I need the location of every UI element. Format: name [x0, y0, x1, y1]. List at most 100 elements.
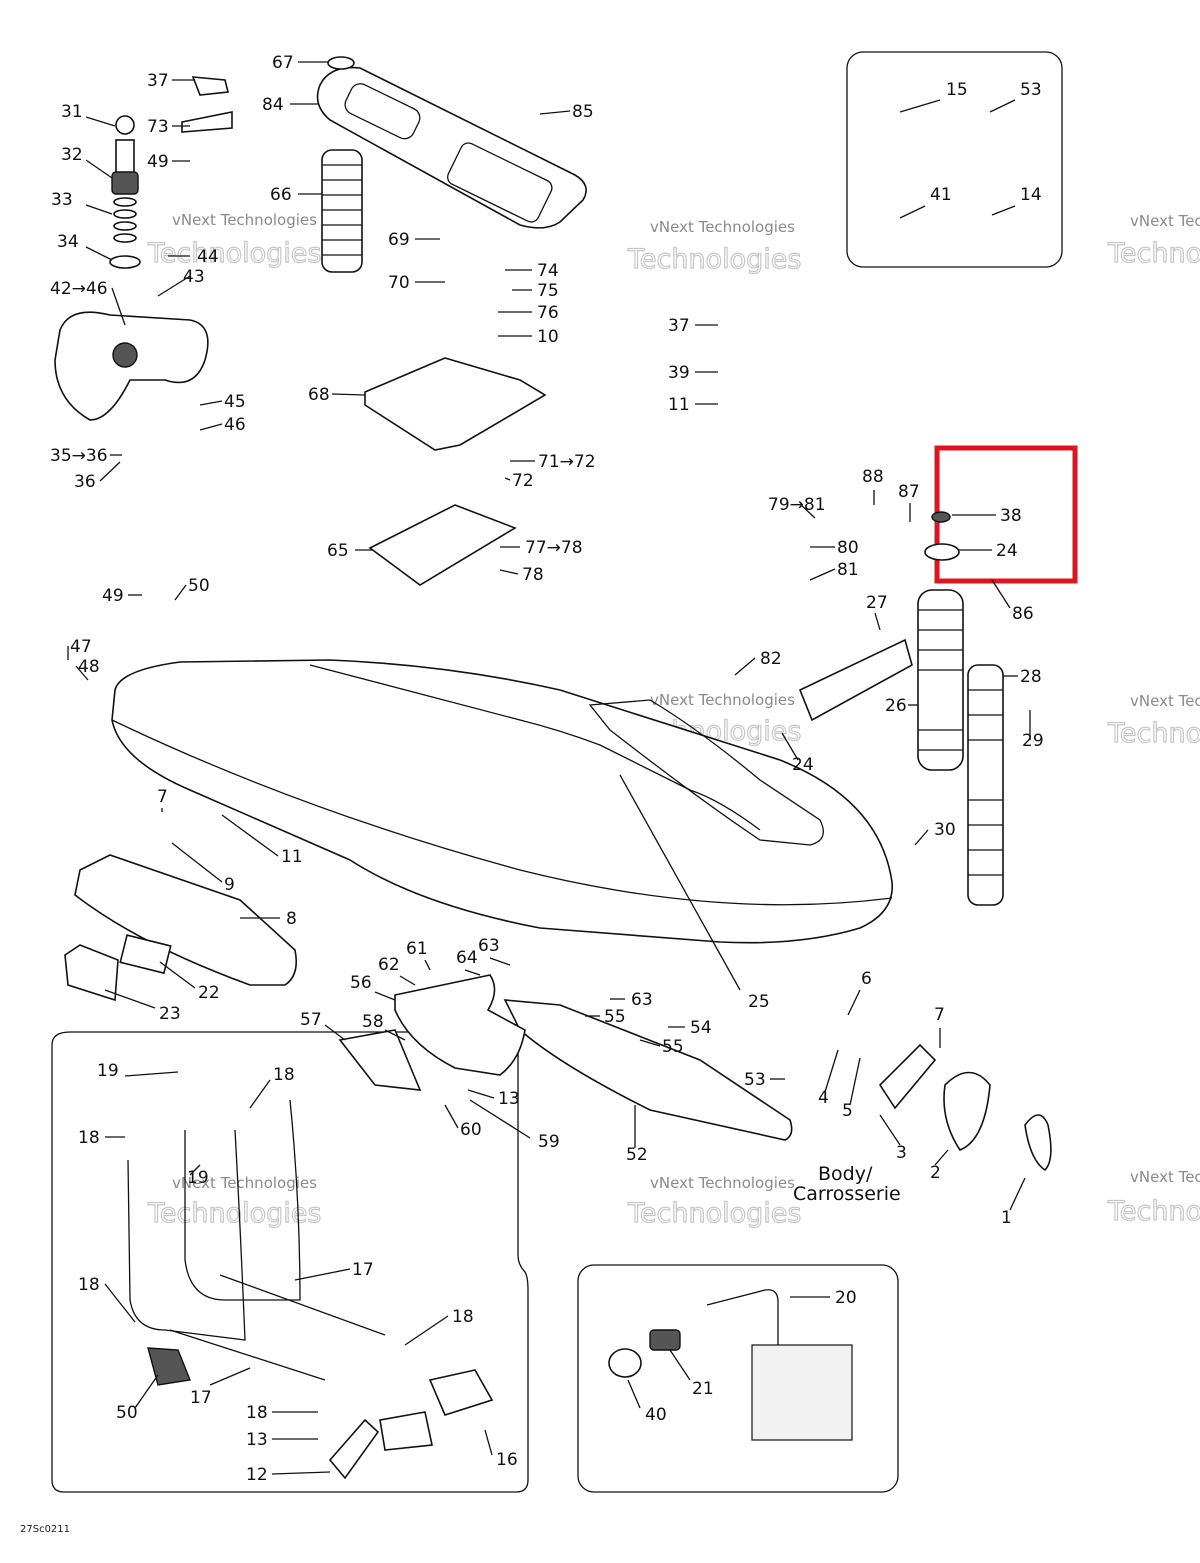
side-rail: [503, 999, 793, 1141]
callout-leader-line: [874, 612, 881, 631]
callout-number: 48: [78, 657, 100, 677]
callout-number: 18: [78, 1275, 100, 1295]
callout-number: 14: [1020, 185, 1042, 205]
callout-number: 4: [818, 1088, 829, 1108]
handle-hub: [112, 342, 138, 368]
washer: [109, 255, 141, 269]
watermark-text: Technologies: [627, 244, 801, 275]
mirror-housing: [943, 1071, 991, 1151]
callout-leader-line: [1009, 1177, 1026, 1211]
callout-leader-line: [899, 205, 926, 219]
decal-panel: [338, 1029, 422, 1091]
callout-leader-line: [104, 1283, 136, 1323]
callout-number: 8: [286, 909, 297, 929]
front-panel: [74, 854, 298, 986]
watermark-text: Technologies: [627, 1198, 801, 1229]
handle-tube: [127, 1129, 246, 1341]
watermark-text: Technologies: [147, 1198, 321, 1229]
handle-grip: [428, 1369, 494, 1416]
bellows-tube: [917, 589, 964, 771]
handle-tube: [219, 1274, 386, 1336]
callout-number: 36: [74, 472, 96, 492]
callout-leader-line: [124, 1071, 179, 1077]
storage-lid: [588, 699, 824, 846]
callout-leader-line: [991, 579, 1011, 609]
callout-leader-line: [934, 1149, 949, 1166]
callout-leader-line: [85, 246, 113, 261]
callout-number: 13: [498, 1089, 520, 1109]
connector: [649, 1329, 681, 1351]
callout-number: 43: [183, 267, 205, 287]
callout-number: 77→78: [525, 538, 583, 558]
hose-bellows: [798, 638, 913, 722]
callout-number: 50: [116, 1403, 138, 1423]
callout-number: 28: [1020, 667, 1042, 687]
watermark-text: vNext Technologies: [1130, 1168, 1200, 1186]
callout-number: 3: [896, 1143, 907, 1163]
callout-number: 53: [744, 1070, 766, 1090]
callout-number: 11: [281, 847, 303, 867]
callout-number: 19: [97, 1061, 119, 1081]
callout-number: 5: [842, 1101, 853, 1121]
callout-number: 9: [224, 875, 235, 895]
callout-leader-line: [399, 975, 416, 986]
callout-leader-line: [489, 957, 511, 966]
callout-leader-line: [879, 1114, 901, 1146]
callout-number: 49: [147, 152, 169, 172]
callout-number: 26: [885, 696, 907, 716]
callout-number: 52: [626, 1145, 648, 1165]
callout-number: 56: [350, 973, 372, 993]
vent-tube: [706, 1289, 779, 1430]
callout-leader-line: [504, 477, 511, 481]
o-ring: [931, 511, 951, 523]
callout-number: 67: [272, 53, 294, 73]
diagram-caption-line2: Carrosserie: [793, 1183, 901, 1205]
gasket: [878, 1043, 937, 1110]
callout-number: 33: [51, 190, 73, 210]
handle-tube: [169, 1329, 326, 1381]
callout-number: 69: [388, 230, 410, 250]
callout-number: 62: [378, 955, 400, 975]
callout-number: 17: [352, 1260, 374, 1280]
washer: [113, 221, 137, 231]
callout-leader-line: [384, 1029, 406, 1041]
callout-number: 15: [946, 80, 968, 100]
watermark-text: vNext Technologies: [650, 1174, 795, 1192]
callout-number: 79→81: [768, 495, 826, 515]
bellows-ribs: [968, 689, 1003, 876]
callout-leader-line: [669, 1349, 691, 1381]
callout-number: 63: [631, 990, 653, 1010]
callout-number: 45: [224, 392, 246, 412]
callout-number: 70: [388, 273, 410, 293]
callout-leader-line: [799, 503, 816, 519]
washer: [113, 209, 137, 219]
callout-leader-line: [324, 1024, 346, 1041]
bracket: [328, 1418, 380, 1480]
figure-code: 27Sc0211: [20, 1524, 70, 1535]
callout-number: 82: [760, 649, 782, 669]
callout-leader-line: [899, 99, 941, 113]
callout-leader-line: [199, 400, 223, 406]
callout-leader-line: [189, 1164, 201, 1176]
callout-leader-line: [157, 275, 191, 297]
diagram-caption-line1: Body/: [818, 1163, 873, 1185]
part-sketches: [54, 56, 1052, 1480]
callout-number: 20: [835, 1288, 857, 1308]
callout-leader-line: [809, 568, 836, 581]
callout-number: 29: [1022, 731, 1044, 751]
callout-leader-line: [221, 814, 279, 857]
callout-leader-line: [444, 1104, 459, 1129]
bellows-ribs: [918, 609, 963, 751]
callout-number: 85: [572, 102, 594, 122]
callout-leader-line: [484, 1429, 493, 1456]
callout-number: 61: [406, 939, 428, 959]
callout-number: 35→36: [50, 446, 108, 466]
callout-number: 24: [996, 541, 1018, 561]
fastener-inset-box: [846, 51, 1063, 268]
callout-leader-line: [134, 1374, 159, 1409]
cover-opening: [344, 83, 421, 140]
callout-number: 38: [1000, 506, 1022, 526]
mounting-plate: [364, 357, 547, 451]
callout-leader-line: [734, 657, 756, 676]
